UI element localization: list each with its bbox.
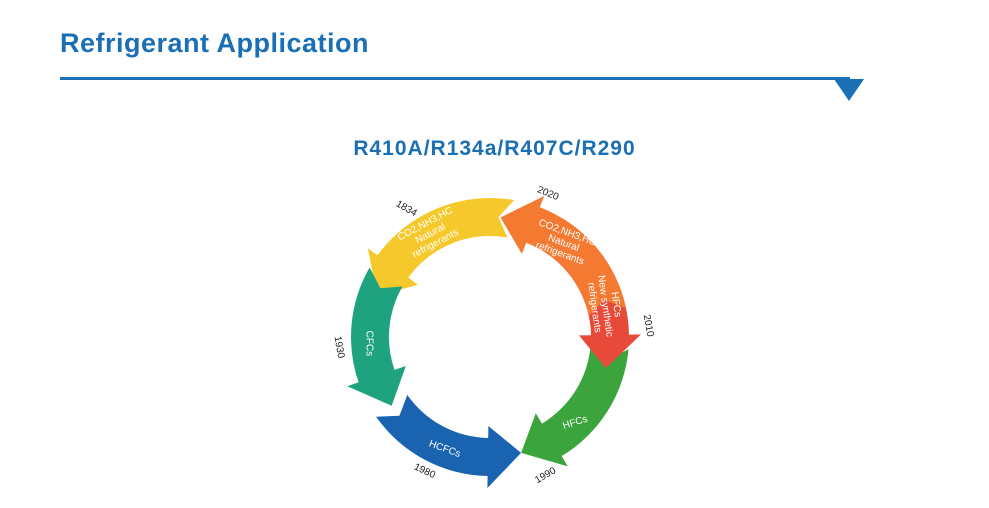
refrigerant-list: R410A/R134a/R407C/R290 [353,137,636,160]
refrigerant-cycle-diagram: CO2,NH3,HCNaturalrefrigerantsCFCsHCFCsHF… [332,185,656,488]
cycle-label-2: CFCs [364,331,375,357]
year-label-1990: 1990 [533,465,558,486]
cycle-arrow-2 [347,267,406,406]
cycle-arrows [347,196,641,488]
page-title: Refrigerant Application [60,28,370,58]
cycle-arrow-4 [521,345,629,467]
cycle-arrow-1 [367,197,515,296]
header-divider [60,77,850,80]
cycle-arrow-3 [376,394,522,488]
triangle-marker-icon [834,79,864,101]
year-label-1980: 1980 [412,462,437,482]
year-label-2010: 2010 [641,314,656,338]
cycle-label-1: CO2,NH3,HCNaturalrefrigerants [396,205,465,263]
cycle-arrow-6 [500,196,626,316]
year-label-1930: 1930 [332,335,347,359]
year-label-1834: 1834 [394,199,419,220]
